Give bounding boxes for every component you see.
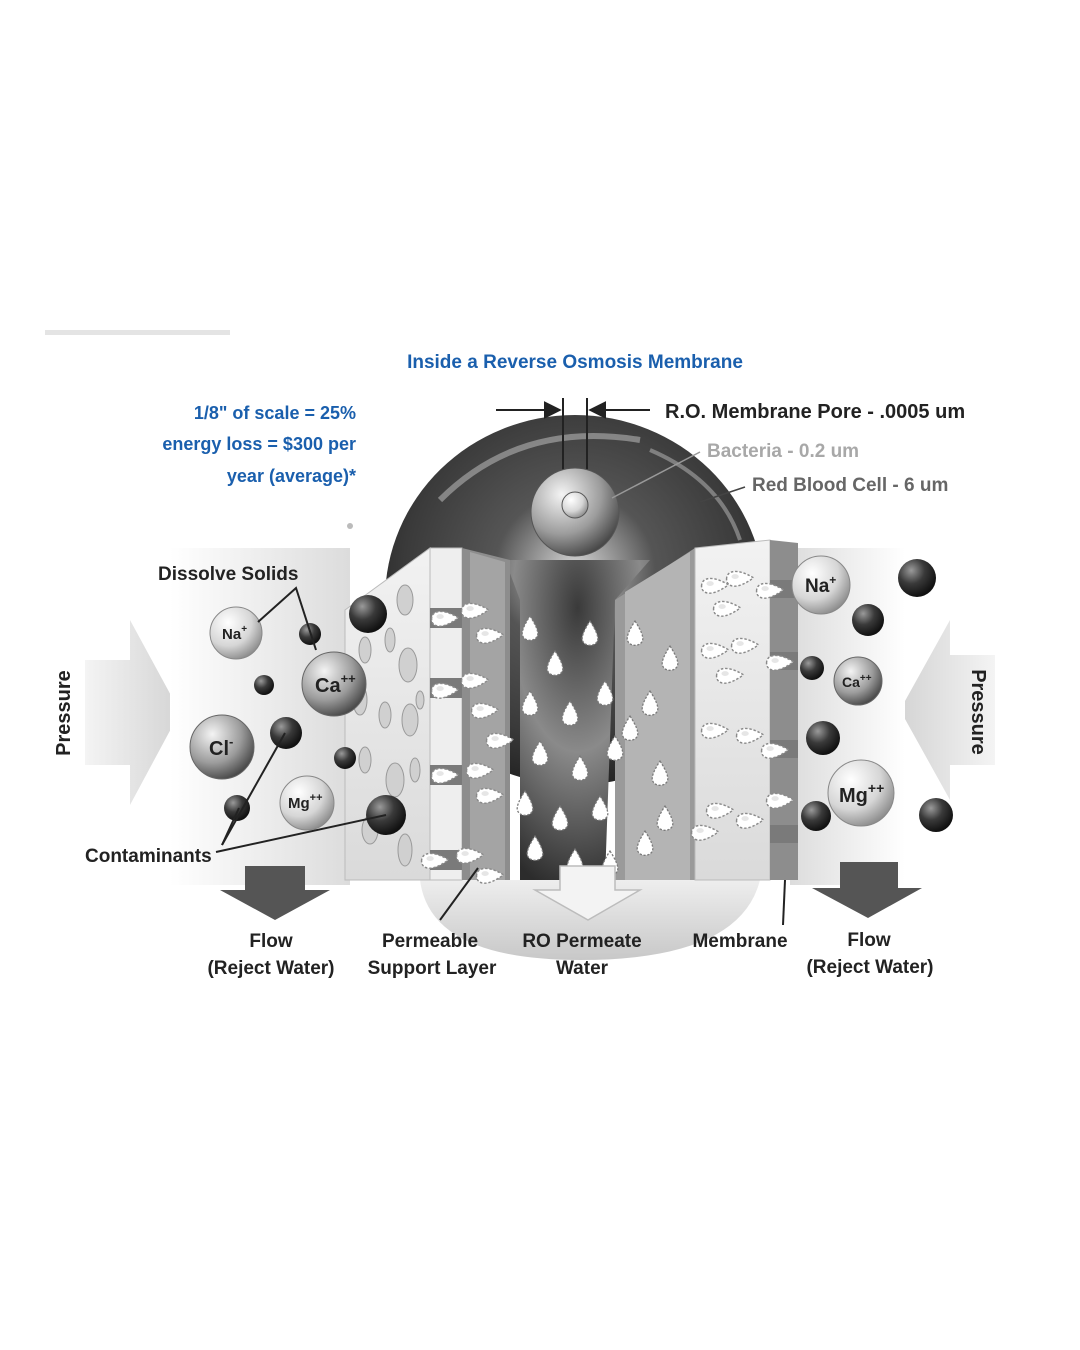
svg-text:Support Layer: Support Layer: [368, 958, 497, 979]
ion-cl-left-label: Cl-: [209, 734, 233, 760]
bacteria-leader: [611, 451, 701, 499]
ion-mg-right-label: Mg++: [839, 780, 884, 807]
pressure-label-right: Pressure: [967, 669, 989, 755]
bacteria-size-label: Bacteria - 0.2 um: [707, 441, 859, 462]
rbc-size-label: Red Blood Cell - 6 um: [752, 475, 948, 496]
ion-cl-left: [189, 714, 255, 780]
rbc-leader: [699, 486, 746, 503]
faint-mark: [45, 330, 230, 335]
pressure-label-left: Pressure: [53, 670, 75, 756]
ion-ca-left-label: Ca++: [315, 671, 356, 697]
svg-text:Flow: Flow: [847, 930, 890, 951]
ion-na-left: [209, 606, 263, 660]
flow-arrow-left: [220, 866, 330, 920]
pressure-arrow-right: [900, 620, 995, 800]
callout-lines: [215, 586, 786, 926]
svg-text:RO Permeate: RO Permeate: [522, 931, 641, 952]
scale-note: 1/8" of scale = 25% energy loss = $300 p…: [162, 403, 356, 486]
contaminants: [224, 523, 953, 835]
ion-mg-left-label: Mg++: [288, 792, 323, 812]
ion-na-left-label: Na+: [222, 624, 247, 643]
dissolve-solids-label: Dissolve Solids: [158, 564, 298, 585]
ion-ca-right-label: Ca++: [842, 673, 872, 690]
svg-text:Flow: Flow: [249, 931, 292, 952]
ion-na-right: [791, 555, 851, 615]
ion-mg-left: [279, 775, 335, 831]
svg-text:year (average)*: year (average)*: [227, 466, 356, 486]
svg-text:energy loss = $300 per: energy loss = $300 per: [162, 434, 356, 454]
svg-text:Permeable: Permeable: [382, 931, 478, 952]
contaminants-label: Contaminants: [85, 846, 212, 867]
svg-text:Membrane: Membrane: [692, 931, 787, 952]
permeate-arrow: [532, 865, 643, 921]
flow-arrow-right: [812, 862, 922, 918]
svg-text:(Reject Water): (Reject Water): [207, 958, 334, 979]
ion-ca-left: [301, 651, 367, 717]
ion-ca-right: [833, 656, 883, 706]
feed-band-left: [170, 548, 350, 885]
svg-text:1/8" of scale = 25%: 1/8" of scale = 25%: [194, 403, 356, 423]
permeate-bowl: [420, 880, 760, 960]
pressure-arrow-left: [85, 620, 180, 805]
svg-text:Water: Water: [556, 958, 609, 979]
pore-sphere: [561, 491, 589, 519]
diagram-title: Inside a Reverse Osmosis Membrane: [407, 352, 743, 373]
ion-mg-right: [827, 759, 895, 827]
pore-size-label: R.O. Membrane Pore - .0005 um: [665, 401, 965, 423]
svg-text:(Reject Water): (Reject Water): [806, 957, 933, 978]
bottom-labels: Flow (Reject Water) Permeable Support La…: [207, 930, 933, 979]
ion-na-right-label: Na+: [805, 573, 836, 597]
